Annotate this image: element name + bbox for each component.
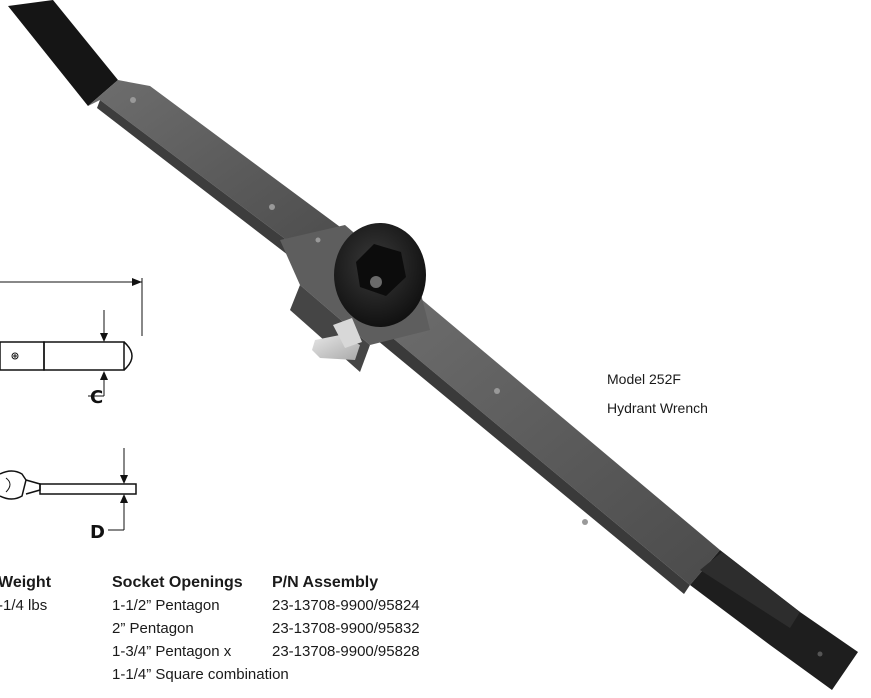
pn-assembly-column: P/N Assembly 23-13708-9900/95824 23-1370…	[272, 571, 420, 663]
socket-opening-row: 1-1/2” Pentagon	[112, 597, 220, 614]
pn-assembly-row: 23-13708-9900/95824	[272, 597, 420, 614]
weight-header: Weight	[0, 574, 52, 591]
model-caption: Model 252F	[607, 371, 681, 387]
socket-opening-row: 1-1/4” Square combination	[112, 666, 289, 683]
socket-opening-row: 2” Pentagon	[112, 620, 194, 637]
product-caption: Hydrant Wrench	[607, 400, 708, 416]
socket-opening-row: 1-3/4” Pentagon x	[112, 643, 232, 660]
top-arm	[88, 80, 355, 262]
pn-assembly-row: 23-13708-9900/95832	[272, 620, 420, 637]
dimension-diagram-d	[0, 448, 137, 531]
dimension-label-c: C	[90, 387, 104, 408]
bottom-arm	[365, 298, 720, 585]
dimension-label-d: D	[90, 522, 105, 543]
pn-assembly-row: 23-13708-9900/95828	[272, 643, 420, 660]
weight-value: -1/4 lbs	[0, 597, 48, 614]
socket-openings-column: Socket Openings 1-1/2” Pentagon 2” Penta…	[112, 571, 289, 686]
top-grip	[8, 0, 118, 106]
weight-column: Weight -1/4 lbs	[0, 571, 51, 617]
socket-openings-header: Socket Openings	[112, 574, 243, 591]
dimension-diagram-c	[0, 278, 143, 397]
pn-assembly-header: P/N Assembly	[272, 574, 379, 591]
